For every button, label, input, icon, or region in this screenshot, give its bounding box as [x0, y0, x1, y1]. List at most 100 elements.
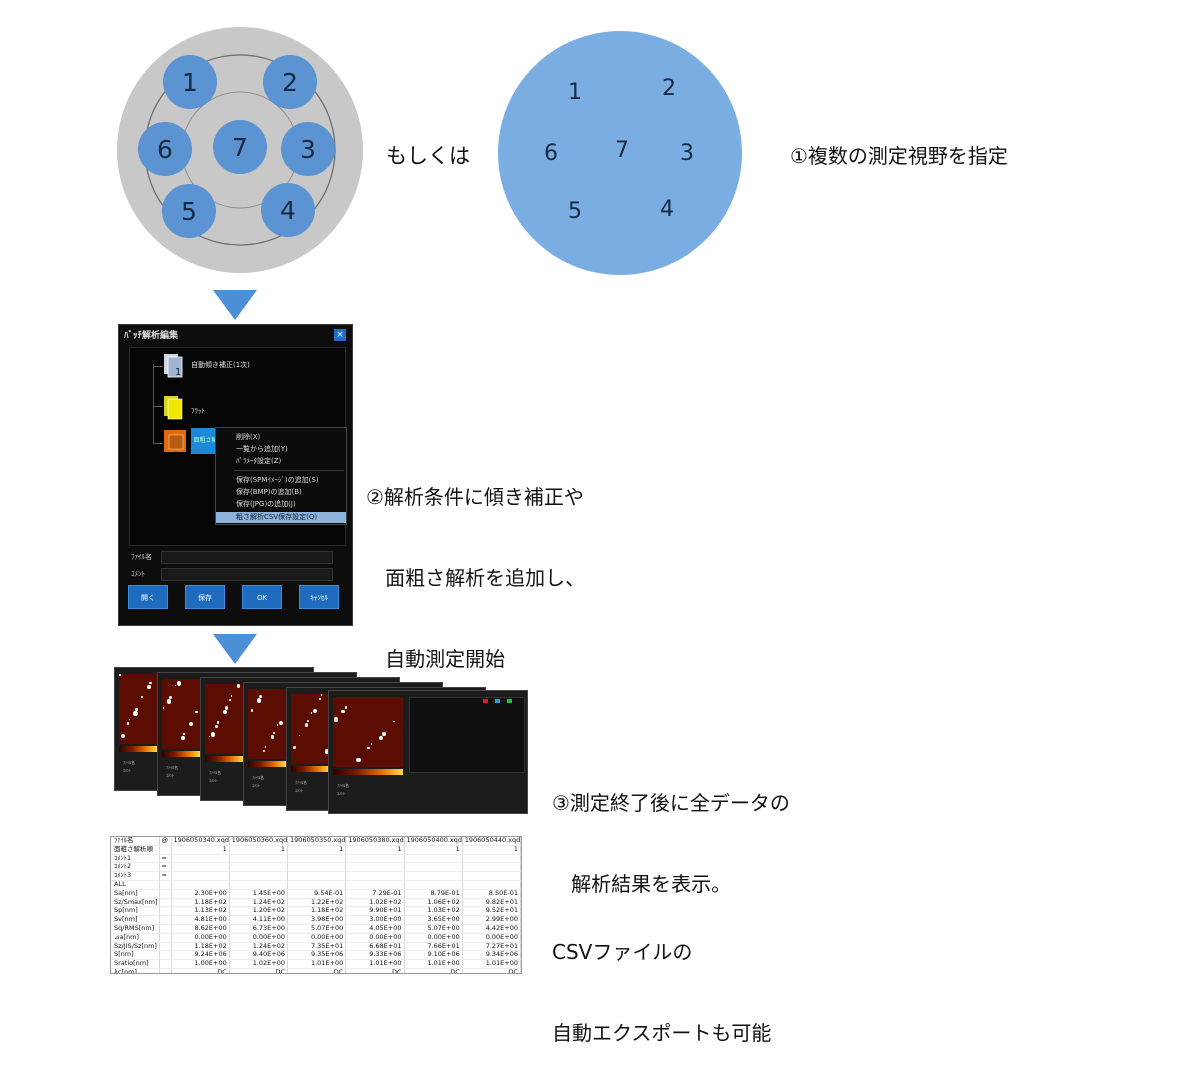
table-cell: 1: [287, 845, 347, 855]
particle-dot: [393, 720, 395, 723]
view-point-label: 7: [615, 138, 629, 163]
table-cell: 9.90E+01: [345, 906, 405, 917]
step2-caption: ②解析条件に傾き補正や 面粗さ解析を追加し、 自動測定開始: [366, 430, 585, 700]
table-cell: [287, 871, 347, 881]
particle-dot: [378, 735, 383, 740]
particle-dot: [168, 695, 173, 700]
close-button[interactable]: ×: [334, 329, 346, 341]
table-cell: 1906050340.xqdx: [171, 837, 230, 846]
table-cell: S[nm]: [111, 950, 160, 961]
particle-dot: [149, 681, 152, 685]
table-cell: 1.18E+02: [171, 942, 230, 952]
table-cell: 0.00E+00: [345, 933, 405, 943]
table-cell: ｺﾒﾝﾄ1: [111, 854, 160, 864]
table-cell: =: [159, 871, 172, 881]
particle-dot: [195, 710, 198, 713]
menu-item-delete[interactable]: 削除(X): [236, 433, 261, 441]
roughness-icon[interactable]: [164, 430, 186, 452]
cancel-button[interactable]: ｷｬﾝｾﾙ: [299, 585, 339, 609]
menu-item-save-jpg[interactable]: 保存(JPG)の追加(J): [236, 500, 296, 508]
spot-number-label: 7: [232, 133, 248, 162]
table-cell: 9.34E+06: [462, 950, 521, 961]
table-cell: 9.10E+06: [404, 950, 463, 961]
ok-button[interactable]: OK: [242, 585, 282, 609]
view-point-label: 2: [662, 76, 676, 101]
particle-dot: [262, 749, 266, 753]
step2-caption-line: 面粗さ解析を追加し、: [366, 566, 586, 590]
table-row: ｺﾒﾝﾄ2=: [111, 862, 521, 873]
particle-dot: [250, 709, 254, 712]
table-cell: [404, 862, 463, 873]
table-cell: ﾌｧｲﾙ名: [111, 837, 160, 846]
table-row: ｺﾒﾝﾄ3=: [111, 871, 521, 881]
table-cell: 7.29E-01: [345, 889, 405, 899]
table-cell: 4.05E+00: [345, 924, 405, 934]
view-point-label: 3: [680, 141, 694, 166]
menu-item-add-from-list[interactable]: 一覧から追加(Y): [236, 445, 288, 453]
table-cell: 0.00E+00: [404, 933, 463, 943]
table-cell: 0.00E+00: [229, 933, 289, 943]
table-cell: 9.82E+01: [462, 898, 521, 908]
step3-caption: ③測定終了後に全データの 解析結果を表示。: [552, 736, 790, 925]
step3-caption-line: 解析結果を表示。: [552, 872, 732, 896]
table-cell: Sa[nm]: [111, 889, 160, 899]
table-cell: 8.79E-01: [404, 889, 463, 899]
table-cell: [404, 880, 463, 890]
comment-input[interactable]: [161, 568, 333, 581]
table-cell: λc[nm]: [111, 968, 160, 973]
menu-item-parameters[interactable]: ﾊﾟﾗﾒｰﾀ設定(Z): [236, 457, 282, 465]
table-cell: 7.27E+01: [462, 942, 521, 952]
table-cell: [345, 862, 405, 873]
table-cell: 1: [345, 845, 405, 855]
table-cell: 3.65E+00: [404, 915, 463, 925]
table-cell: [159, 959, 172, 969]
table-cell: 4.11E+00: [229, 915, 289, 925]
particle-dot: [356, 757, 361, 763]
table-cell: 5.07E+00: [404, 924, 463, 934]
folder-icon[interactable]: [164, 396, 184, 420]
context-menu: 削除(X) 一覧から追加(Y) ﾊﾟﾗﾒｰﾀ設定(Z) 保存(SPMｲﾒｰｼﾞ)…: [215, 427, 347, 525]
save-button[interactable]: 保存: [185, 585, 225, 609]
particle-dot: [236, 684, 241, 688]
menu-item-csv-settings[interactable]: 粗さ解析CSV保存設定(Q): [216, 512, 346, 523]
file-name-input[interactable]: [161, 551, 333, 564]
particle-dot: [216, 721, 220, 724]
table-cell: 1: [229, 845, 289, 855]
tree-node-flat-label[interactable]: ﾌﾗｯﾄ: [191, 407, 205, 415]
table-cell: [159, 942, 172, 952]
table-cell: =: [159, 854, 172, 864]
table-cell: [229, 862, 289, 873]
table-cell: 9.54E-01: [287, 889, 347, 899]
table-cell: 1.45E+00: [229, 889, 289, 899]
particle-dot: [182, 732, 186, 736]
menu-item-save-spm[interactable]: 保存(SPMｲﾒｰｼﾞ)の追加(S): [236, 476, 319, 484]
table-cell: [404, 871, 463, 881]
table-cell: DC: [171, 968, 230, 973]
table-cell: 1.01E+00: [345, 959, 405, 969]
open-button[interactable]: 開く: [128, 585, 168, 609]
table-cell: 8.50E-01: [462, 889, 521, 899]
table-cell: [404, 854, 463, 864]
table-cell: 9.24E+06: [171, 950, 230, 961]
particle-dot: [264, 746, 267, 748]
table-cell: 1.20E+02: [229, 906, 289, 917]
page-icon[interactable]: 1: [164, 354, 184, 378]
table-cell: 1.01E+00: [404, 959, 463, 969]
tree-node-tilt-label[interactable]: 自動傾き補正(1次): [191, 361, 250, 369]
result-window-front[interactable]: ﾌｧｲﾙ名ｺﾒﾝﾄ: [328, 690, 528, 814]
menu-item-save-bmp[interactable]: 保存(BMP)の追加(B): [236, 488, 302, 496]
table-cell: 1906050380.xqdx: [345, 837, 405, 846]
table-cell: 9.40E+06: [229, 950, 289, 961]
particle-dot: [270, 735, 275, 739]
particle-dot: [228, 698, 232, 702]
